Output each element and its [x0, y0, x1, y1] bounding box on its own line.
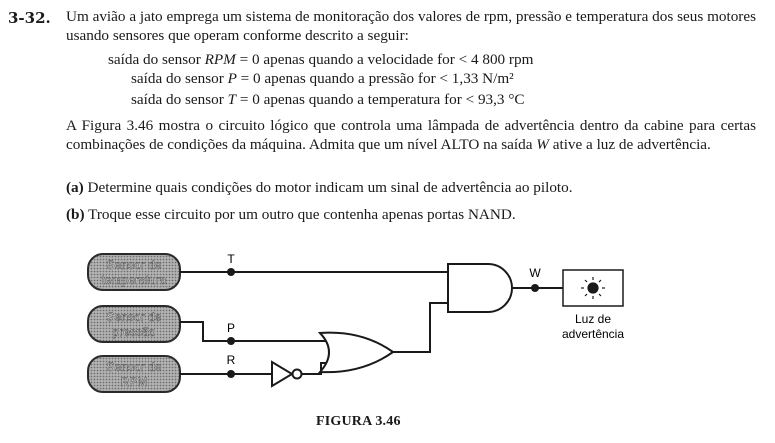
- sensor-rpm-line1: Sensor de: [107, 360, 162, 374]
- body-text-b: ative a luz de advertência.: [548, 136, 711, 153]
- sensor-text: = 0 apenas quando a pressão for < 1,33 N…: [236, 70, 514, 87]
- question-b-label: (b): [66, 206, 85, 223]
- sensor-temperature-box: Sensor de temperatura: [87, 253, 181, 291]
- node-w: [531, 284, 539, 292]
- and-gate: [447, 263, 513, 313]
- warning-lamp: Luz de advertência: [562, 269, 624, 341]
- problem-number: 3-32.: [8, 9, 51, 27]
- sensor-text: = 0 apenas quando a temperatura for < 93…: [236, 91, 525, 108]
- problem-body: A Figura 3.46 mostra o circuito lógico q…: [66, 116, 756, 154]
- sensor-prefix: saída do sensor: [108, 51, 205, 68]
- sensor-prefix: saída do sensor: [131, 70, 228, 87]
- sensor-var: P: [227, 70, 237, 87]
- sensor-pressure-box: Sensor de pressão: [87, 305, 181, 343]
- sensor-temperature-line1: Sensor de: [107, 258, 162, 272]
- body-text-a: A Figura 3.46 mostra o circuito lógico q…: [66, 117, 756, 153]
- sensor-rpm-box: Sensor de RPM: [87, 355, 181, 393]
- wire-or-to-and: [393, 302, 448, 353]
- sensor-prefix: saída do sensor: [131, 91, 228, 108]
- question-a-text: Determine quais condições do motor indic…: [83, 179, 573, 196]
- figure-caption: FIGURA 3.46: [316, 414, 401, 429]
- or-gate: [317, 331, 395, 374]
- signal-label-w: W: [529, 266, 541, 280]
- wire-p: [180, 321, 328, 342]
- sensor-pressure-line1: Sensor de: [107, 310, 162, 324]
- logic-circuit-figure: Sensor de temperatura Sensor de pressão …: [87, 252, 624, 393]
- wire-not-to-or: [301, 362, 328, 375]
- sensor-temperature-condition: saída do sensor T = 0 apenas quando a te…: [131, 91, 525, 109]
- question-a: (a) Determine quais condições do motor i…: [66, 179, 573, 197]
- sensor-text: = 0 apenas quando a velocidade for < 4 8…: [235, 51, 534, 68]
- signal-label-r: R: [227, 353, 236, 367]
- signal-label-t: T: [227, 252, 235, 266]
- lamp-icon: [581, 277, 605, 299]
- signal-label-p: P: [227, 321, 235, 335]
- body-var: W: [536, 136, 549, 153]
- not-gate: [271, 360, 303, 388]
- node-p: [227, 337, 235, 345]
- lamp-label-line1: Luz de: [575, 312, 611, 326]
- node-r: [227, 370, 235, 378]
- question-a-label: (a): [66, 179, 84, 196]
- sensor-pressure-condition: saída do sensor P = 0 apenas quando a pr…: [131, 70, 514, 88]
- question-b: (b) Troque esse circuito por um outro qu…: [66, 206, 516, 224]
- problem-intro: Um avião a jato emprega um sistema de mo…: [66, 8, 756, 44]
- lamp-label-line2: advertência: [562, 327, 624, 341]
- sensor-rpm-line2: RPM: [121, 375, 148, 389]
- sensor-var: T: [227, 91, 237, 108]
- sensor-pressure-line2: pressão: [113, 325, 156, 339]
- sensor-temperature-line2: temperatura: [102, 273, 167, 287]
- sensor-var: RPM: [204, 51, 236, 68]
- node-t: [227, 268, 235, 276]
- sensor-rpm-condition: saída do sensor RPM = 0 apenas quando a …: [108, 51, 533, 69]
- question-b-text: Troque esse circuito por um outro que co…: [84, 206, 516, 223]
